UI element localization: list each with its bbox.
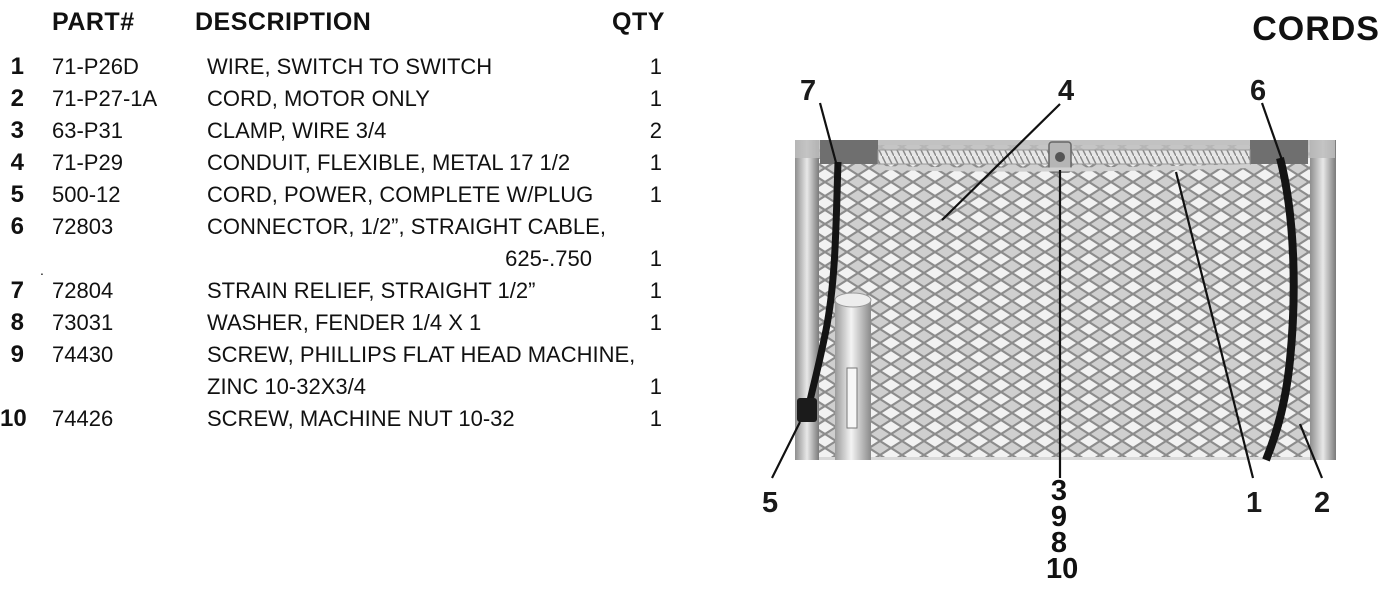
callout-1: 1 bbox=[1246, 487, 1263, 519]
part-qty: 1 bbox=[649, 246, 662, 271]
table-row: 9 74430 SCREW, PHILLIPS FLAT HEAD MACHIN… bbox=[0, 339, 700, 371]
callout-7: 7 bbox=[800, 75, 817, 107]
part-number: 72804 bbox=[52, 278, 114, 303]
part-number: 500-12 bbox=[52, 182, 121, 207]
part-number: 71-P26D bbox=[52, 54, 139, 79]
table-row-continuation: 625-.750 1 bbox=[0, 243, 700, 275]
item-number: 5 bbox=[10, 181, 24, 208]
motor-cord bbox=[1262, 157, 1298, 462]
item-number: 2 bbox=[10, 85, 24, 112]
part-description: STRAIN RELIEF, STRAIGHT 1/2” bbox=[207, 278, 536, 303]
table-row-continuation: ZINC 10-32X3/4 1 bbox=[0, 371, 700, 403]
table-row: 8 73031 WASHER, FENDER 1/4 X 1 1 bbox=[0, 307, 700, 339]
part-description: SCREW, MACHINE NUT 10-32 bbox=[207, 406, 515, 431]
part-number: 73031 bbox=[52, 310, 114, 335]
table-row: 10 74426 SCREW, MACHINE NUT 10-32 1 bbox=[0, 403, 700, 435]
left-switch-box bbox=[820, 140, 878, 164]
part-number: 74430 bbox=[52, 342, 114, 367]
part-qty: 1 bbox=[649, 278, 662, 303]
callout-2: 2 bbox=[1314, 487, 1331, 519]
part-qty: 2 bbox=[649, 118, 662, 143]
part-number: 72803 bbox=[52, 214, 114, 239]
part-number: 63-P31 bbox=[52, 118, 123, 143]
callout-6: 6 bbox=[1250, 75, 1267, 107]
part-qty: 1 bbox=[649, 150, 662, 175]
table-row: 3 63-P31 CLAMP, WIRE 3/4 2 bbox=[0, 115, 700, 147]
part-description: WIRE, SWITCH TO SWITCH bbox=[207, 54, 493, 79]
part-number: 71-P29 bbox=[52, 150, 123, 175]
part-description: CORD, POWER, COMPLETE W/PLUG bbox=[207, 182, 594, 207]
callout-8: 8 bbox=[1050, 527, 1068, 559]
part-number: 71-P27-1A bbox=[52, 86, 158, 111]
callout-4: 4 bbox=[1058, 75, 1075, 107]
part-qty: 1 bbox=[649, 54, 662, 79]
expanded-metal-mesh bbox=[815, 145, 1315, 457]
callout-3: 3 bbox=[1050, 475, 1068, 507]
header-description: DESCRIPTION bbox=[195, 8, 372, 36]
part-description: CORD, MOTOR ONLY bbox=[207, 86, 430, 111]
item-number: 8 bbox=[10, 309, 24, 336]
header-qty: QTY bbox=[612, 8, 665, 36]
table-row: 6 72803 CONNECTOR, 1/2”, STRAIGHT CABLE, bbox=[0, 211, 700, 243]
power-cord bbox=[804, 161, 842, 411]
item-number: 3 bbox=[10, 117, 24, 144]
item-number: 4 bbox=[10, 149, 24, 176]
part-description: CONNECTOR, 1/2”, STRAIGHT CABLE, bbox=[207, 214, 606, 239]
table-row: 1 71-P26D WIRE, SWITCH TO SWITCH 1 bbox=[0, 51, 700, 83]
part-qty: 1 bbox=[649, 86, 662, 111]
item-number: 9 bbox=[10, 341, 24, 368]
header-part: PART# bbox=[52, 8, 135, 36]
power-plug bbox=[797, 398, 817, 422]
part-qty: 1 bbox=[649, 374, 662, 399]
part-qty: 1 bbox=[649, 182, 662, 207]
pipe-cap bbox=[834, 292, 872, 308]
pipe-label bbox=[846, 367, 858, 429]
item-number: 10 bbox=[0, 405, 27, 432]
switch-to-switch-wire bbox=[879, 164, 1251, 172]
callout-10: 10 bbox=[1046, 553, 1079, 585]
callout-9: 9 bbox=[1050, 501, 1068, 533]
table-row: 5 500-12 CORD, POWER, COMPLETE W/PLUG 1 bbox=[0, 179, 700, 211]
part-qty: 1 bbox=[649, 406, 662, 431]
item-number: 1 bbox=[10, 53, 24, 80]
section-title: CORDS bbox=[1252, 10, 1380, 48]
part-description-continued: ZINC 10-32X3/4 bbox=[207, 374, 366, 399]
part-description-continued: 625-.750 bbox=[505, 246, 592, 271]
right-frame-post bbox=[1310, 140, 1336, 460]
clamp-screw bbox=[1055, 152, 1065, 162]
table-row: 7 72804 STRAIN RELIEF, STRAIGHT 1/2” 1 bbox=[0, 275, 700, 307]
callout-leader-lines bbox=[771, 102, 1324, 479]
stray-dot: . bbox=[40, 262, 44, 278]
item-number: 7 bbox=[10, 277, 24, 304]
table-row: 2 71-P27-1A CORD, MOTOR ONLY 1 bbox=[0, 83, 700, 115]
part-description: CLAMP, WIRE 3/4 bbox=[207, 118, 387, 143]
part-number: 74426 bbox=[52, 406, 114, 431]
item-number: 6 bbox=[10, 213, 24, 240]
part-description: CONDUIT, FLEXIBLE, METAL 17 1/2 bbox=[207, 150, 571, 175]
part-description: WASHER, FENDER 1/4 X 1 bbox=[207, 310, 482, 335]
callout-5: 5 bbox=[762, 487, 779, 519]
part-description: SCREW, PHILLIPS FLAT HEAD MACHINE, bbox=[207, 342, 636, 367]
callout-stack-3-9-8-10: 3 9 8 10 bbox=[1046, 475, 1079, 585]
part-qty: 1 bbox=[649, 310, 662, 335]
table-row: 4 71-P29 CONDUIT, FLEXIBLE, METAL 17 1/2… bbox=[0, 147, 700, 179]
